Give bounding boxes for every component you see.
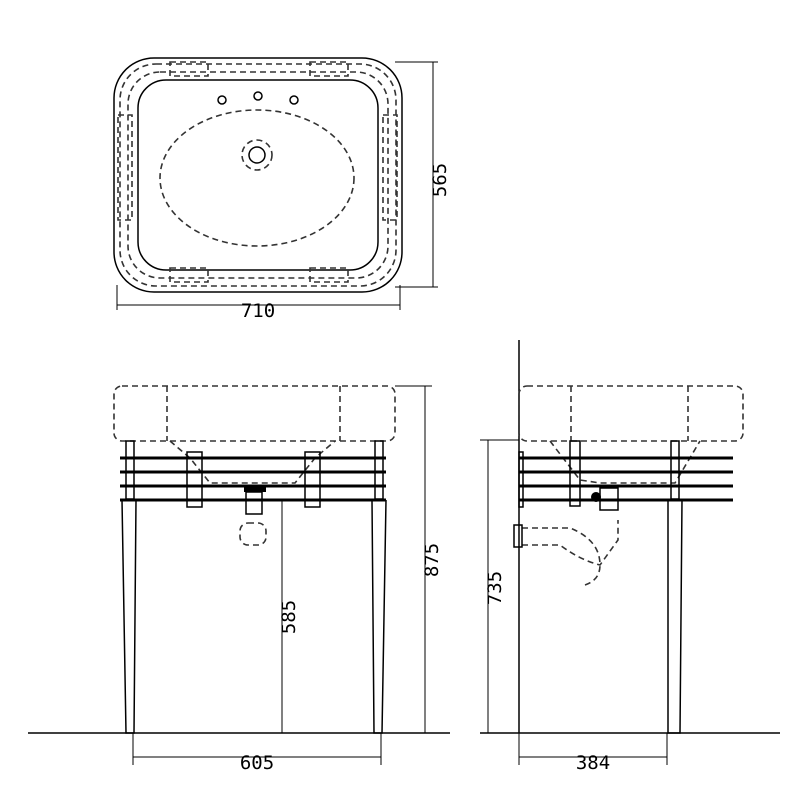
tap-holes bbox=[217, 91, 299, 105]
dimension-735: 735 bbox=[484, 571, 506, 605]
drain-icon bbox=[241, 139, 273, 171]
side-view bbox=[480, 340, 780, 765]
bracket-left bbox=[186, 451, 203, 508]
bracket bbox=[569, 440, 581, 507]
leg-left bbox=[117, 114, 133, 221]
bracket-right bbox=[304, 451, 321, 508]
dimension-585: 585 bbox=[278, 600, 300, 634]
dimension-875: 875 bbox=[421, 543, 443, 577]
bracket-top-left bbox=[169, 61, 209, 77]
bowl-underside bbox=[549, 440, 701, 484]
dimension-605: 605 bbox=[240, 752, 274, 774]
bracket-bottom-right bbox=[309, 267, 349, 283]
rim-dashed bbox=[119, 63, 397, 287]
front-view bbox=[28, 385, 450, 765]
dimension-565: 565 bbox=[429, 163, 451, 197]
leg bbox=[667, 499, 683, 734]
leg-right bbox=[382, 114, 398, 221]
rim-dashed-inner bbox=[127, 71, 389, 279]
basin-dashed bbox=[113, 385, 396, 442]
dimension-384: 384 bbox=[576, 752, 610, 774]
leg-right bbox=[371, 499, 387, 734]
trap-pipe bbox=[522, 527, 601, 586]
dimension-710: 710 bbox=[241, 300, 275, 322]
bowl-dashed bbox=[159, 109, 355, 247]
bracket-bottom-left bbox=[169, 267, 209, 283]
bracket-top-right bbox=[309, 61, 349, 77]
basin-dashed bbox=[518, 385, 744, 442]
top-view bbox=[113, 57, 438, 310]
bowl-underside bbox=[169, 440, 336, 484]
valve-icon bbox=[591, 492, 601, 502]
leg-left bbox=[121, 499, 137, 734]
waste-fitting bbox=[244, 486, 266, 492]
basin-outline bbox=[113, 57, 403, 293]
trap-icon bbox=[239, 522, 267, 546]
bowl-outline bbox=[137, 79, 379, 271]
drain-inner bbox=[248, 146, 266, 164]
wall-outlet bbox=[513, 524, 523, 548]
